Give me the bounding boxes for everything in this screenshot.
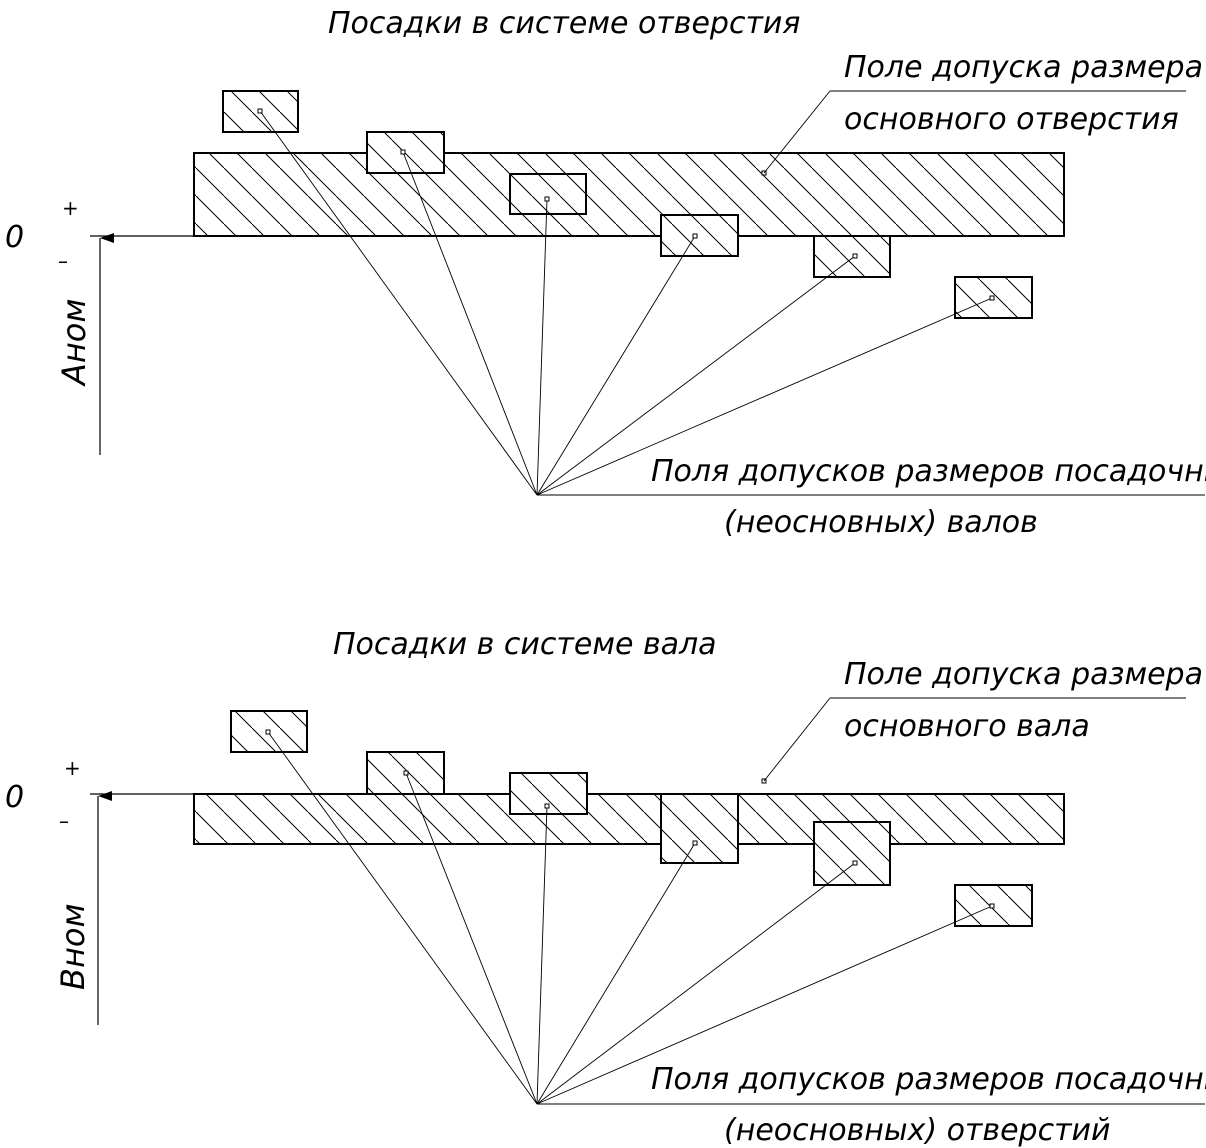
base-hole-tolerance-field bbox=[193, 152, 1065, 237]
base-field-label-line1: Поле допуска размера bbox=[844, 657, 1203, 692]
fit-fields-label-line1: Поля допусков размеров посадочных bbox=[651, 1062, 1206, 1097]
plus-label: + bbox=[64, 756, 81, 780]
shaft-tolerance-field bbox=[813, 235, 891, 278]
shaft-system-diagram: Посадки в системе вала 0 + – Вном bbox=[5, 627, 1206, 1148]
fit-fields-label-line1: Поля допусков размеров посадочных bbox=[651, 454, 1206, 489]
hole-system-diagram: Посадки в системе отверстия 0 + – Аном bbox=[5, 6, 1206, 540]
plus-label: + bbox=[62, 196, 79, 220]
hole-leader-lines bbox=[267, 731, 1205, 1105]
base-field-label-line1: Поле допуска размера bbox=[844, 50, 1203, 85]
shaft-leader-lines bbox=[259, 110, 1205, 496]
base-field-label-line2: основного вала bbox=[844, 709, 1090, 744]
base-field-label-line2: основного отверстия bbox=[844, 102, 1179, 137]
minus-label: – bbox=[58, 249, 68, 273]
zero-label: 0 bbox=[5, 220, 24, 255]
nominal-dimension-label: Вном bbox=[54, 903, 92, 990]
zero-label: 0 bbox=[5, 780, 24, 815]
nominal-dimension-label: Аном bbox=[55, 298, 93, 387]
hole-tolerance-field bbox=[660, 793, 739, 864]
base-shaft-tolerance-field bbox=[193, 793, 1065, 845]
shaft-tolerance-field bbox=[509, 173, 587, 215]
fit-fields-label-line2: (неосновных) валов bbox=[724, 505, 1038, 540]
shaft-tolerance-field bbox=[660, 214, 739, 257]
fit-fields-label-line2: (неосновных) отверстий bbox=[724, 1113, 1111, 1148]
shaft-system-title: Посадки в системе вала bbox=[333, 627, 717, 662]
base-field-leader bbox=[763, 90, 831, 174]
hole-tolerance-field bbox=[813, 821, 891, 886]
hole-system-title: Посадки в системе отверстия bbox=[328, 6, 800, 41]
base-field-leader bbox=[763, 697, 831, 782]
minus-label: – bbox=[59, 809, 69, 833]
